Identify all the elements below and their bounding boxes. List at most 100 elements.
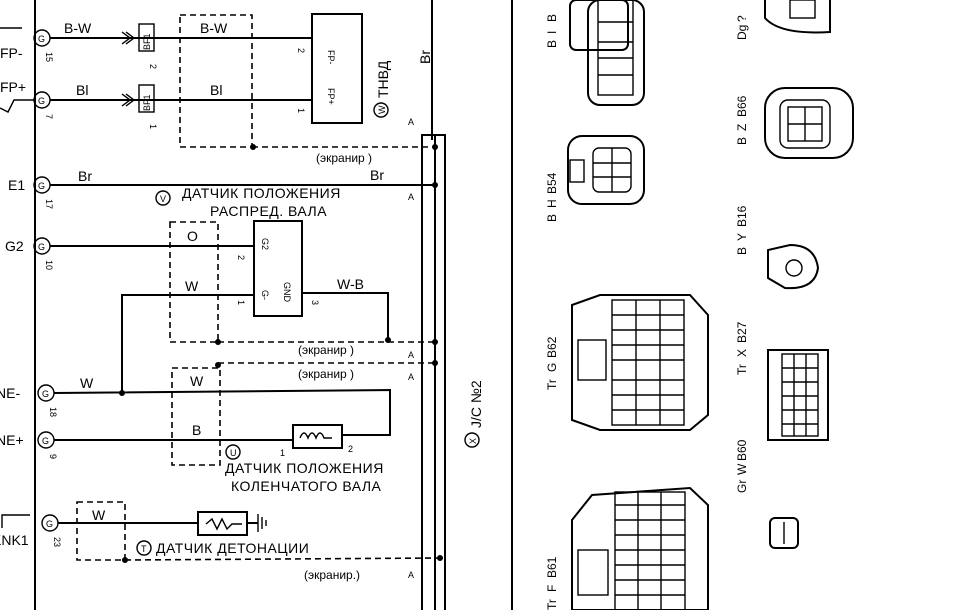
pin-number: 3 (310, 300, 320, 305)
wire-color-label: W-B (337, 276, 364, 292)
pin-number: 1 (296, 108, 306, 113)
pin-label: G- (260, 290, 270, 300)
component-label: ТНВД (375, 60, 391, 98)
pin-number: 1 (148, 124, 158, 129)
pin-number: 9 (48, 454, 58, 459)
pin-number: 7 (44, 114, 54, 119)
pin-number: 23 (52, 537, 62, 547)
component-label: РАСПРЕД. ВАЛА (210, 203, 327, 219)
connector-color: Tr (735, 364, 749, 375)
connector-code: B60 (735, 439, 749, 461)
connector-drawing-b60 (769, 517, 799, 549)
pin-label: FP- (326, 50, 336, 65)
terminal-label: NE+ (0, 432, 24, 448)
component-marker: W (377, 105, 387, 114)
shield-label: (экранир ) (298, 367, 354, 381)
pin-number: 10 (44, 260, 54, 270)
connector-drawing-b61 (571, 486, 709, 610)
connector-drawing-b62 (571, 294, 709, 431)
terminal-label: E1 (8, 177, 25, 193)
terminal-ne-plus: NE+ G 9 (0, 431, 58, 459)
wire-color-label: Br (78, 168, 92, 184)
pin-label: A (408, 372, 414, 382)
connector-color: B (735, 137, 749, 145)
terminal-ne-minus: NE- G 18 (0, 384, 58, 417)
connector-code: B27 (735, 321, 749, 343)
component-label: J/C №2 (468, 380, 484, 428)
component-label: ДАТЧИК ПОЛОЖЕНИЯ (182, 185, 341, 201)
connector-label: BF1 (142, 33, 152, 50)
connector-color: B (545, 214, 559, 222)
pin-number: 1 (280, 448, 285, 458)
terminal-label: FP+ (0, 79, 26, 95)
fuel-pump-thvd: FP- FP+ 2 1 W ТНВД (296, 13, 391, 124)
fuel-pump-circuit: B-W B-W Bl Bl BF1 2 BF1 1 FP- FP+ 2 1 W … (50, 13, 432, 150)
connector-color: Tr (545, 599, 559, 610)
terminal-fp-minus: FP- G 15 (0, 27, 54, 62)
pin-label: G2 (260, 238, 270, 250)
connector-code: B66 (735, 95, 749, 117)
wire-color-label: O (187, 228, 198, 244)
pin-number: 1 (236, 300, 246, 305)
terminal-marker: G (46, 519, 53, 529)
shield-box (179, 14, 253, 148)
shield-label: (экранир.) (304, 568, 360, 582)
connector-drawing-b27 (767, 349, 829, 441)
connector-label: BF1 (142, 94, 152, 111)
pin-number: 17 (44, 199, 54, 209)
component-label: КОЛЕНЧАТОГО ВАЛА (231, 478, 382, 494)
wire-color-label: Bl (210, 82, 222, 98)
wire-color-label: W (190, 373, 204, 389)
component-marker: U (230, 448, 237, 458)
camshaft-position-sensor: V ДАТЧИК ПОЛОЖЕНИЯ РАСПРЕД. ВАЛА G2 G- G… (50, 185, 438, 393)
component-label: ДАТЧИК ДЕТОНАЦИИ (156, 540, 309, 556)
knock-sensor: W T ДАТЧИК ДЕТОНАЦИИ (58, 501, 443, 563)
connector-label-dg: Dg ? (735, 15, 749, 40)
pin-label: FP+ (326, 88, 336, 105)
connector-marker: Y (735, 233, 749, 241)
pin-number: 2 (236, 255, 246, 260)
connector-code: B54 (545, 172, 559, 194)
connector-label-y: B Y B16 (735, 205, 749, 255)
terminal-label: G2 (5, 238, 24, 254)
pin-number: 15 (44, 52, 54, 62)
wire-color-label: W (185, 278, 199, 294)
shield-label: (экранир ) (298, 343, 354, 357)
wire-color-label: Br (370, 167, 384, 183)
terminal-knk1: KNK1 G 23 (0, 514, 62, 548)
pin-number: 2 (148, 64, 158, 69)
terminal-marker: G (38, 96, 45, 106)
connector-code: B61 (545, 556, 559, 578)
component-marker: V (160, 194, 166, 204)
connector-marker: X (735, 349, 749, 357)
connector-views: B I B B H B54 Tr G B62 Tr F B61 Dg ? B Z… (545, 0, 854, 610)
terminal-marker: G (42, 389, 49, 399)
connector-code: B16 (735, 205, 749, 227)
connector-marker: H (545, 199, 559, 208)
connector-marker: G (545, 363, 559, 372)
connector-color: B (545, 40, 559, 48)
crankshaft-position-sensor: 1 2 W W B U ДАТЧИК ПОЛОЖЕНИЯ КОЛЕНЧАТОГО… (53, 360, 438, 494)
pin-label: A (408, 117, 414, 127)
connector-marker: I (545, 31, 559, 34)
wire-color-label: B-W (64, 20, 92, 36)
terminal-label: KNK1 (0, 532, 29, 548)
component-marker: X (468, 438, 478, 444)
terminal-g2: G2 G 10 (5, 237, 54, 270)
terminal-marker: G (38, 181, 45, 191)
terminal-label: NE- (0, 385, 20, 401)
wire-color-label: B (192, 422, 201, 438)
wire-color-label: W (92, 507, 106, 523)
connector-label-x: Tr X B27 (735, 321, 749, 375)
connector-drawing-dg (764, 0, 831, 34)
connector-marker: F (545, 585, 559, 592)
connector-drawing-b54 (567, 135, 645, 205)
wire-color-label: B-W (200, 20, 228, 36)
pin-label: A (408, 192, 414, 202)
shield-label: (экранир ) (316, 151, 372, 165)
connector-bf1: BF1 2 BF1 1 (138, 23, 158, 129)
wire-color-label: Bl (76, 82, 88, 98)
terminal-label: FP- (0, 45, 23, 61)
connector-color: B (735, 247, 749, 255)
